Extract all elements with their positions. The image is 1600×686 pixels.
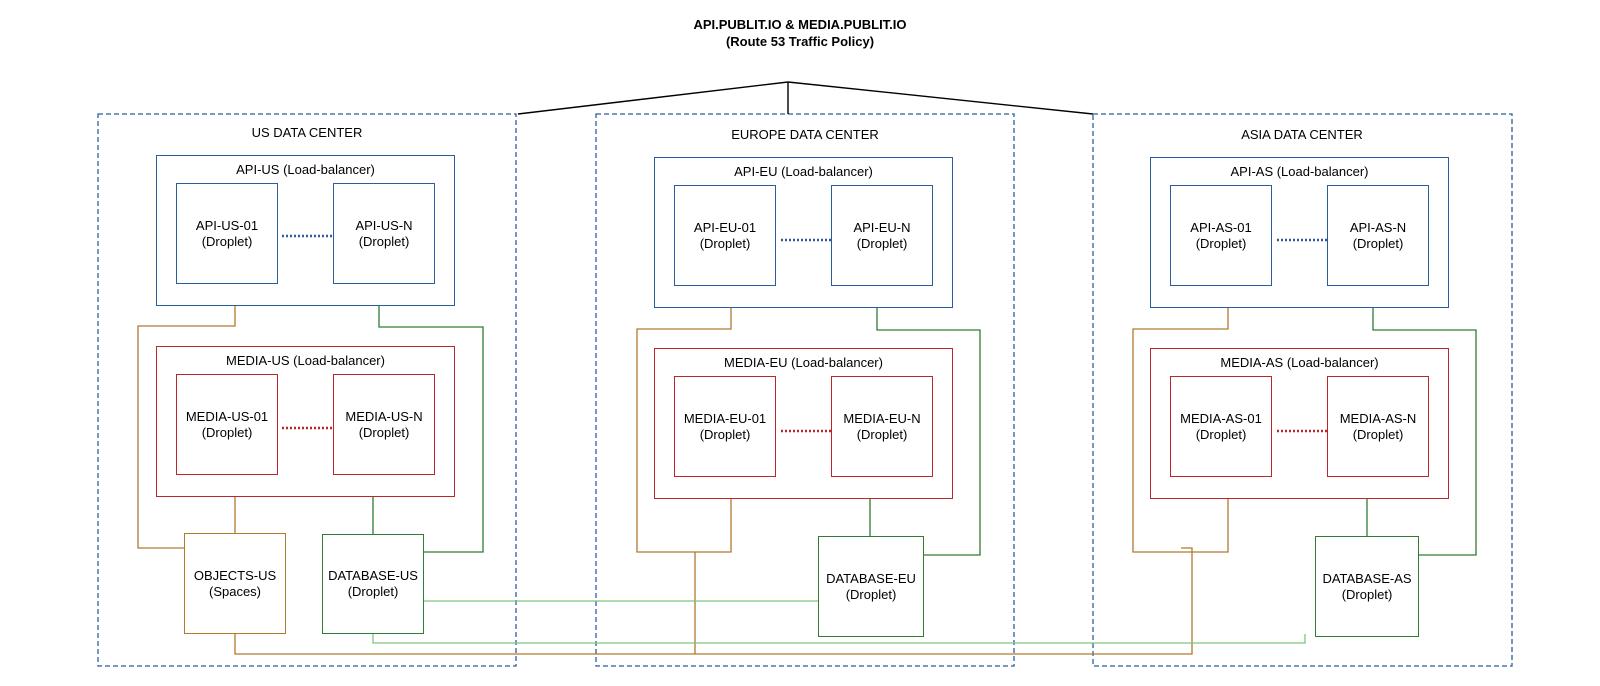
droplet-name: API-AS-01 [1190,219,1252,235]
droplet-name: MEDIA-US-N [345,408,423,424]
droplet-type: (Droplet) [1352,235,1404,251]
media-eu-n-droplet[interactable]: MEDIA-EU-N (Droplet) [831,376,933,477]
eu-datacenter-label: EUROPE DATA CENTER [731,127,879,142]
media-as-n-droplet[interactable]: MEDIA-AS-N (Droplet) [1327,376,1429,477]
media-eu-01-droplet[interactable]: MEDIA-EU-01 (Droplet) [674,376,776,477]
droplet-type: (Droplet) [1352,426,1404,442]
objects-us-spaces[interactable]: OBJECTS-US (Spaces) [184,533,286,634]
droplet-type: (Droplet) [358,424,410,440]
droplet-type: (Droplet) [699,235,751,251]
title-line-1: API.PUBLIT.IO & MEDIA.PUBLIT.IO [693,17,907,32]
droplet-type: (Droplet) [1195,235,1247,251]
droplet-name: MEDIA-EU-01 [683,410,767,426]
database-connectors [372,306,1477,556]
media-as-load-balancer[interactable]: MEDIA-AS (Load-balancer) [1150,348,1449,499]
media-as-lb-label: MEDIA-AS (Load-balancer) [1220,355,1379,370]
asia-datacenter-boundary [1092,113,1513,667]
media-us-load-balancer[interactable]: MEDIA-US (Load-balancer) [156,346,455,497]
title-line-2: (Route 53 Traffic Policy) [725,34,875,49]
droplet-name: API-EU-01 [693,219,757,235]
database-as-droplet[interactable]: DATABASE-AS (Droplet) [1315,536,1419,637]
objects-connectors [137,306,1229,655]
api-us-01-droplet[interactable]: API-US-01 (Droplet) [176,183,278,284]
api-us-lb-label: API-US (Load-balancer) [236,162,375,177]
traffic-policy-title: API.PUBLIT.IO & MEDIA.PUBLIT.IO (Route 5… [600,16,1000,50]
droplet-type: (Droplet) [1195,426,1247,442]
droplet-type: (Droplet) [358,233,410,249]
droplet-name: MEDIA-EU-N [843,410,921,426]
traffic-policy-lines [517,81,1094,115]
droplet-name: API-AS-N [1349,219,1407,235]
api-eu-load-balancer[interactable]: API-EU (Load-balancer) [654,157,953,308]
us-datacenter-label: US DATA CENTER [251,125,363,140]
database-name: DATABASE-AS [1322,570,1412,586]
api-eu-01-droplet[interactable]: API-EU-01 (Droplet) [674,185,776,286]
media-eu-load-balancer[interactable]: MEDIA-EU (Load-balancer) [654,348,953,499]
media-us-lb-label: MEDIA-US (Load-balancer) [226,353,385,368]
asia-datacenter-label: ASIA DATA CENTER [1241,127,1363,142]
droplet-name: MEDIA-AS-01 [1180,410,1262,426]
database-name: DATABASE-US [328,568,418,583]
media-us-n-droplet[interactable]: MEDIA-US-N (Droplet) [333,374,435,475]
droplet-type: (Droplet) [699,426,751,442]
droplet-type: (Droplet) [201,424,253,440]
droplet-type: (Droplet) [856,235,908,251]
media-eu-lb-label: MEDIA-EU (Load-balancer) [724,355,883,370]
api-eu-n-droplet[interactable]: API-EU-N (Droplet) [831,185,933,286]
database-us-droplet[interactable]: DATABASE-US (Droplet) [322,534,424,634]
droplet-name: MEDIA-US-01 [185,408,269,424]
api-as-lb-label: API-AS (Load-balancer) [1230,164,1369,179]
api-eu-lb-label: API-EU (Load-balancer) [734,164,873,179]
database-replication-links [372,600,1306,644]
droplet-type: (Droplet) [201,233,253,249]
us-datacenter-boundary [97,113,517,667]
database-type: (Droplet) [347,584,399,599]
storage-type: (Spaces) [208,583,262,599]
droplet-name: API-EU-N [853,219,911,235]
droplet-name: API-US-N [355,217,413,233]
api-as-load-balancer[interactable]: API-AS (Load-balancer) [1150,157,1449,308]
media-as-01-droplet[interactable]: MEDIA-AS-01 (Droplet) [1170,376,1272,477]
api-us-n-droplet[interactable]: API-US-N (Droplet) [333,183,435,284]
api-as-n-droplet[interactable]: API-AS-N (Droplet) [1327,185,1429,286]
api-us-load-balancer[interactable]: API-US (Load-balancer) [156,155,455,306]
eu-datacenter-boundary [595,113,1015,667]
media-us-01-droplet[interactable]: MEDIA-US-01 (Droplet) [176,374,278,475]
droplet-type: (Droplet) [856,426,908,442]
droplet-name: API-US-01 [195,217,259,233]
droplet-name: MEDIA-AS-N [1339,410,1417,426]
storage-name: OBJECTS-US [193,567,277,583]
database-type: (Droplet) [1341,586,1393,602]
droplet-dotted-links [282,234,1327,433]
database-type: (Droplet) [845,586,897,602]
api-as-01-droplet[interactable]: API-AS-01 (Droplet) [1170,185,1272,286]
database-name: DATABASE-EU [826,570,916,586]
database-eu-droplet[interactable]: DATABASE-EU (Droplet) [818,536,924,637]
